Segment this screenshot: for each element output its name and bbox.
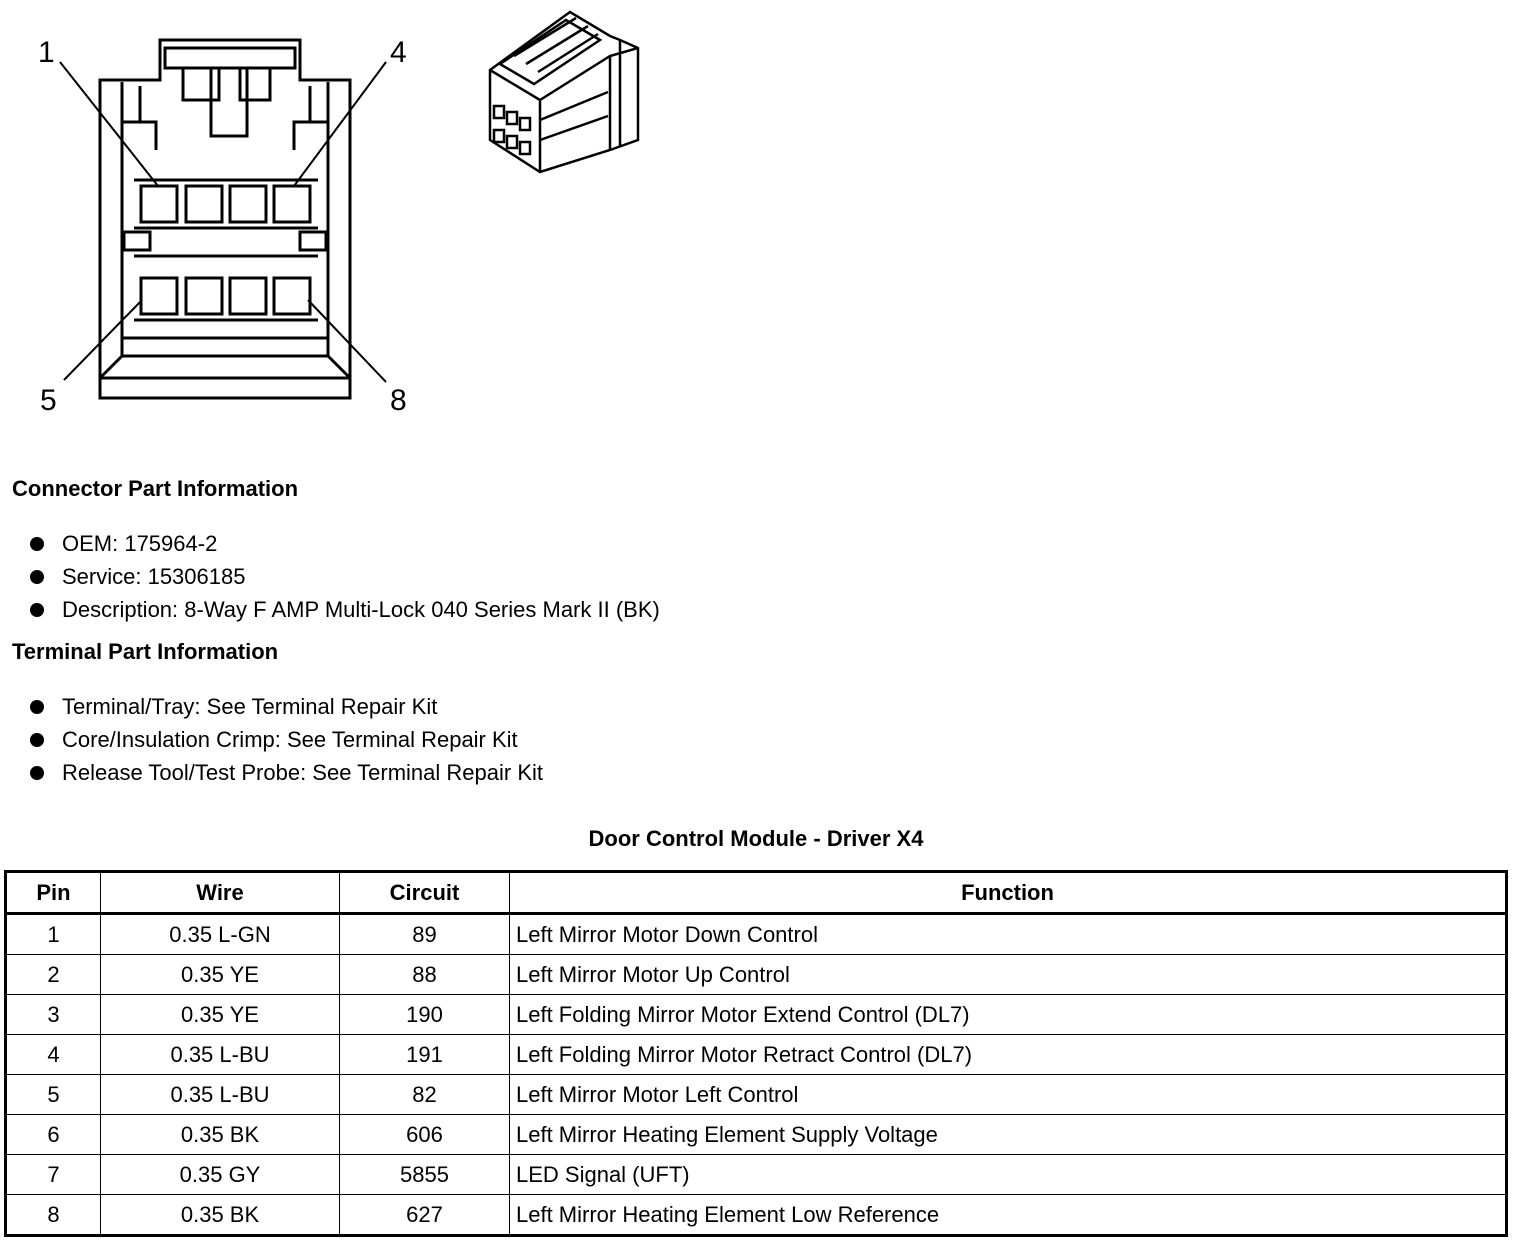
function-cell: Left Folding Mirror Motor Extend Control… <box>509 994 1507 1035</box>
wire-cell: 0.35 L-GN <box>100 913 340 955</box>
table-row: 2 0.35 YE 88 Left Mirror Motor Up Contro… <box>5 954 1507 995</box>
table-row: 6 0.35 BK 606 Left Mirror Heating Elemen… <box>5 1114 1507 1155</box>
function-cell: LED Signal (UFT) <box>509 1154 1507 1195</box>
list-item: Service: 15306185 <box>28 560 660 593</box>
pin-label-1: 1 <box>38 36 55 69</box>
column-header-pin: Pin <box>5 871 101 915</box>
table-row: 3 0.35 YE 190 Left Folding Mirror Motor … <box>5 994 1507 1035</box>
table-header-row: Pin Wire Circuit Function <box>5 871 1507 915</box>
connector-face-diagram: 1 4 5 8 <box>38 10 640 417</box>
wire-cell: 0.35 BK <box>100 1194 340 1236</box>
table-row: 1 0.35 L-GN 89 Left Mirror Motor Down Co… <box>5 913 1507 955</box>
pin-cell: 3 <box>5 994 101 1035</box>
function-cell: Left Mirror Motor Up Control <box>509 954 1507 995</box>
wire-cell: 0.35 BK <box>100 1114 340 1155</box>
bullet-icon <box>30 700 44 714</box>
table-row: 5 0.35 L-BU 82 Left Mirror Motor Left Co… <box>5 1074 1507 1115</box>
wire-cell: 0.35 GY <box>100 1154 340 1195</box>
connector-isometric-icon <box>488 10 640 174</box>
pin-label-8: 8 <box>390 384 407 417</box>
bullet-icon <box>30 603 44 617</box>
wire-cell: 0.35 YE <box>100 954 340 995</box>
bullet-icon <box>30 733 44 747</box>
pin-cell: 4 <box>5 1034 101 1075</box>
pin-cell: 2 <box>5 954 101 995</box>
terminal-part-info-title: Terminal Part Information <box>12 639 279 664</box>
bullet-icon <box>30 537 44 551</box>
connector-part-info-title: Connector Part Information <box>12 476 299 501</box>
function-cell: Left Folding Mirror Motor Retract Contro… <box>509 1034 1507 1075</box>
bullet-icon <box>30 766 44 780</box>
terminal-part-info-list: Terminal/Tray: See Terminal Repair Kit C… <box>28 690 543 789</box>
pin-cell: 6 <box>5 1114 101 1155</box>
circuit-cell: 606 <box>339 1114 510 1155</box>
circuit-cell: 190 <box>339 994 510 1035</box>
list-item: OEM: 175964-2 <box>28 527 660 560</box>
bullet-icon <box>30 570 44 584</box>
pin-label-5: 5 <box>40 384 57 417</box>
column-header-circuit: Circuit <box>339 871 510 915</box>
list-item: Description: 8-Way F AMP Multi-Lock 040 … <box>28 593 660 626</box>
circuit-cell: 89 <box>339 913 510 955</box>
list-item: Terminal/Tray: See Terminal Repair Kit <box>28 690 543 723</box>
circuit-cell: 5855 <box>339 1154 510 1195</box>
function-cell: Left Mirror Heating Element Low Referenc… <box>509 1194 1507 1236</box>
pin-label-4: 4 <box>390 36 407 69</box>
circuit-cell: 82 <box>339 1074 510 1115</box>
table-row: 4 0.35 L-BU 191 Left Folding Mirror Moto… <box>5 1034 1507 1075</box>
circuit-cell: 627 <box>339 1194 510 1236</box>
wire-cell: 0.35 L-BU <box>100 1034 340 1075</box>
function-cell: Left Mirror Motor Down Control <box>509 913 1507 955</box>
pin-table-title: Door Control Module - Driver X4 <box>588 826 924 851</box>
wire-cell: 0.35 YE <box>100 994 340 1035</box>
circuit-cell: 191 <box>339 1034 510 1075</box>
column-header-function: Function <box>509 871 1507 915</box>
pin-cell: 7 <box>5 1154 101 1195</box>
connector-part-info-list: OEM: 175964-2 Service: 15306185 Descript… <box>28 527 660 626</box>
pin-cell: 5 <box>5 1074 101 1115</box>
function-cell: Left Mirror Heating Element Supply Volta… <box>509 1114 1507 1155</box>
list-item: Release Tool/Test Probe: See Terminal Re… <box>28 756 543 789</box>
pin-cell: 8 <box>5 1194 101 1236</box>
wire-cell: 0.35 L-BU <box>100 1074 340 1115</box>
function-cell: Left Mirror Motor Left Control <box>509 1074 1507 1115</box>
table-row: 8 0.35 BK 627 Left Mirror Heating Elemen… <box>5 1194 1507 1236</box>
table-row: 7 0.35 GY 5855 LED Signal (UFT) <box>5 1154 1507 1195</box>
list-item: Core/Insulation Crimp: See Terminal Repa… <box>28 723 543 756</box>
column-header-wire: Wire <box>100 871 340 915</box>
pin-cell: 1 <box>5 913 101 955</box>
pin-table: Pin Wire Circuit Function 1 0.35 L-GN 89… <box>4 870 1508 1237</box>
circuit-cell: 88 <box>339 954 510 995</box>
